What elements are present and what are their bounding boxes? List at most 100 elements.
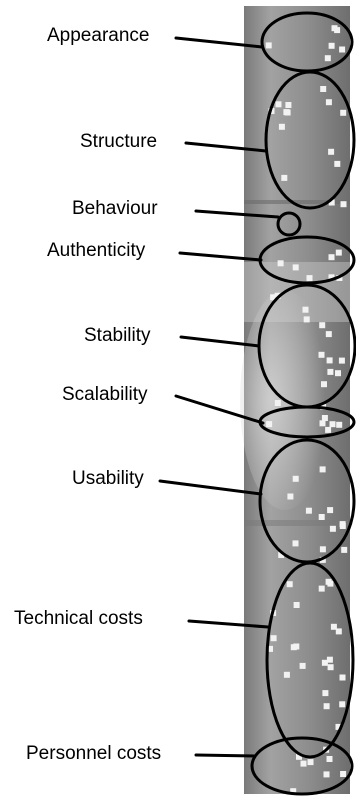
- ellipse-technical: [265, 561, 355, 759]
- sticky-note: [307, 759, 314, 766]
- sticky-note: [278, 552, 285, 558]
- sticky-note: [330, 623, 337, 630]
- ellipse-structure: [264, 70, 356, 210]
- sticky-note: [287, 493, 294, 500]
- label-personnel-costs: Personnel costs: [26, 743, 162, 764]
- sticky-note: [328, 199, 335, 206]
- sticky-note: [281, 174, 288, 181]
- label-structure: Structure: [80, 131, 158, 152]
- sticky-note: [292, 475, 299, 482]
- sticky-note: [284, 109, 291, 116]
- sticky-note: [318, 585, 325, 592]
- sticky-note: [339, 674, 346, 681]
- sticky-note: [300, 760, 307, 767]
- sticky-note: [328, 148, 335, 155]
- sticky-note: [340, 771, 347, 777]
- sticky-note: [267, 645, 273, 652]
- leader-personnel: [194, 753, 257, 758]
- sticky-note: [319, 420, 326, 427]
- sticky-note: [325, 331, 332, 338]
- sticky-note: [339, 46, 346, 53]
- sticky-note: [328, 42, 335, 49]
- sticky-note: [325, 426, 332, 433]
- sticky-note: [321, 381, 327, 388]
- sticky-note: [305, 507, 312, 514]
- sticky-note: [318, 514, 325, 520]
- sticky-note: [326, 656, 333, 663]
- sticky-note: [274, 400, 281, 406]
- sticky-note: [270, 635, 277, 642]
- sticky-note: [292, 264, 299, 271]
- label-stability: Stability: [84, 325, 151, 346]
- label-authenticity: Authenticity: [47, 240, 146, 261]
- sticky-note: [339, 701, 346, 708]
- sticky-note: [327, 368, 334, 375]
- sticky-note: [326, 756, 333, 762]
- sticky-note: [299, 662, 306, 669]
- label-appearance: Appearance: [47, 25, 150, 46]
- sticky-note: [270, 294, 277, 301]
- label-behaviour: Behaviour: [72, 198, 158, 219]
- sticky-note: [326, 357, 333, 364]
- leader-structure: [184, 141, 268, 153]
- sticky-note: [327, 580, 334, 587]
- sticky-note: [327, 664, 334, 671]
- sticky-note: [293, 602, 300, 608]
- leader-appearance: [174, 36, 264, 49]
- sticky-note: [335, 723, 342, 730]
- sticky-note: [277, 260, 284, 267]
- leader-usability: [158, 479, 263, 496]
- sticky-note: [324, 55, 331, 62]
- category-ellipses: [250, 11, 356, 796]
- leader-technical: [187, 619, 270, 629]
- sticky-note: [335, 249, 342, 256]
- sticky-note: [266, 421, 273, 428]
- sticky-note: [302, 306, 309, 313]
- sticky-note: [265, 42, 272, 49]
- sticky-note: [303, 316, 310, 323]
- sticky-note: [323, 703, 330, 710]
- sticky-note: [319, 546, 326, 553]
- sticky-note: [334, 160, 341, 167]
- label-usability: Usability: [72, 468, 144, 489]
- sticky-note: [290, 644, 297, 651]
- sticky-note: [334, 27, 341, 34]
- sticky-note: [321, 659, 328, 666]
- ellipse-behaviour: [276, 211, 302, 237]
- sticky-note: [321, 415, 328, 421]
- sticky-note: [329, 421, 336, 428]
- leader-lines: [158, 36, 280, 758]
- label-technical-costs: Technical costs: [14, 608, 143, 629]
- sticky-note: [275, 101, 282, 108]
- sticky-note: [335, 370, 341, 377]
- sticky-note: [290, 788, 297, 795]
- sticky-note: [286, 581, 293, 588]
- sticky-note: [319, 466, 326, 473]
- label-scalability: Scalability: [62, 384, 148, 405]
- photo-strip: [240, 6, 350, 795]
- sticky-note: [338, 357, 345, 364]
- sticky-note: [278, 123, 285, 130]
- leader-behaviour: [194, 209, 280, 219]
- sticky-note: [327, 507, 334, 514]
- sticky-note: [325, 99, 332, 106]
- sticky-note: [292, 540, 299, 547]
- ellipse-personnel: [250, 736, 354, 796]
- sticky-note: [283, 671, 290, 678]
- leader-scalability: [174, 394, 265, 425]
- sticky-note: [329, 525, 336, 532]
- sticky-note: [320, 86, 327, 92]
- sticky-note: [323, 771, 330, 778]
- sticky-note: [285, 102, 292, 108]
- leader-stability: [179, 335, 261, 348]
- sticky-note: [306, 275, 313, 282]
- sticky-note: [340, 201, 347, 208]
- sticky-note: [328, 254, 335, 261]
- leader-authenticity: [178, 251, 263, 262]
- sticky-note: [328, 274, 335, 281]
- sticky-note: [335, 628, 342, 635]
- sticky-note: [319, 322, 326, 329]
- sticky-note: [336, 421, 343, 428]
- sticky-note: [340, 109, 347, 116]
